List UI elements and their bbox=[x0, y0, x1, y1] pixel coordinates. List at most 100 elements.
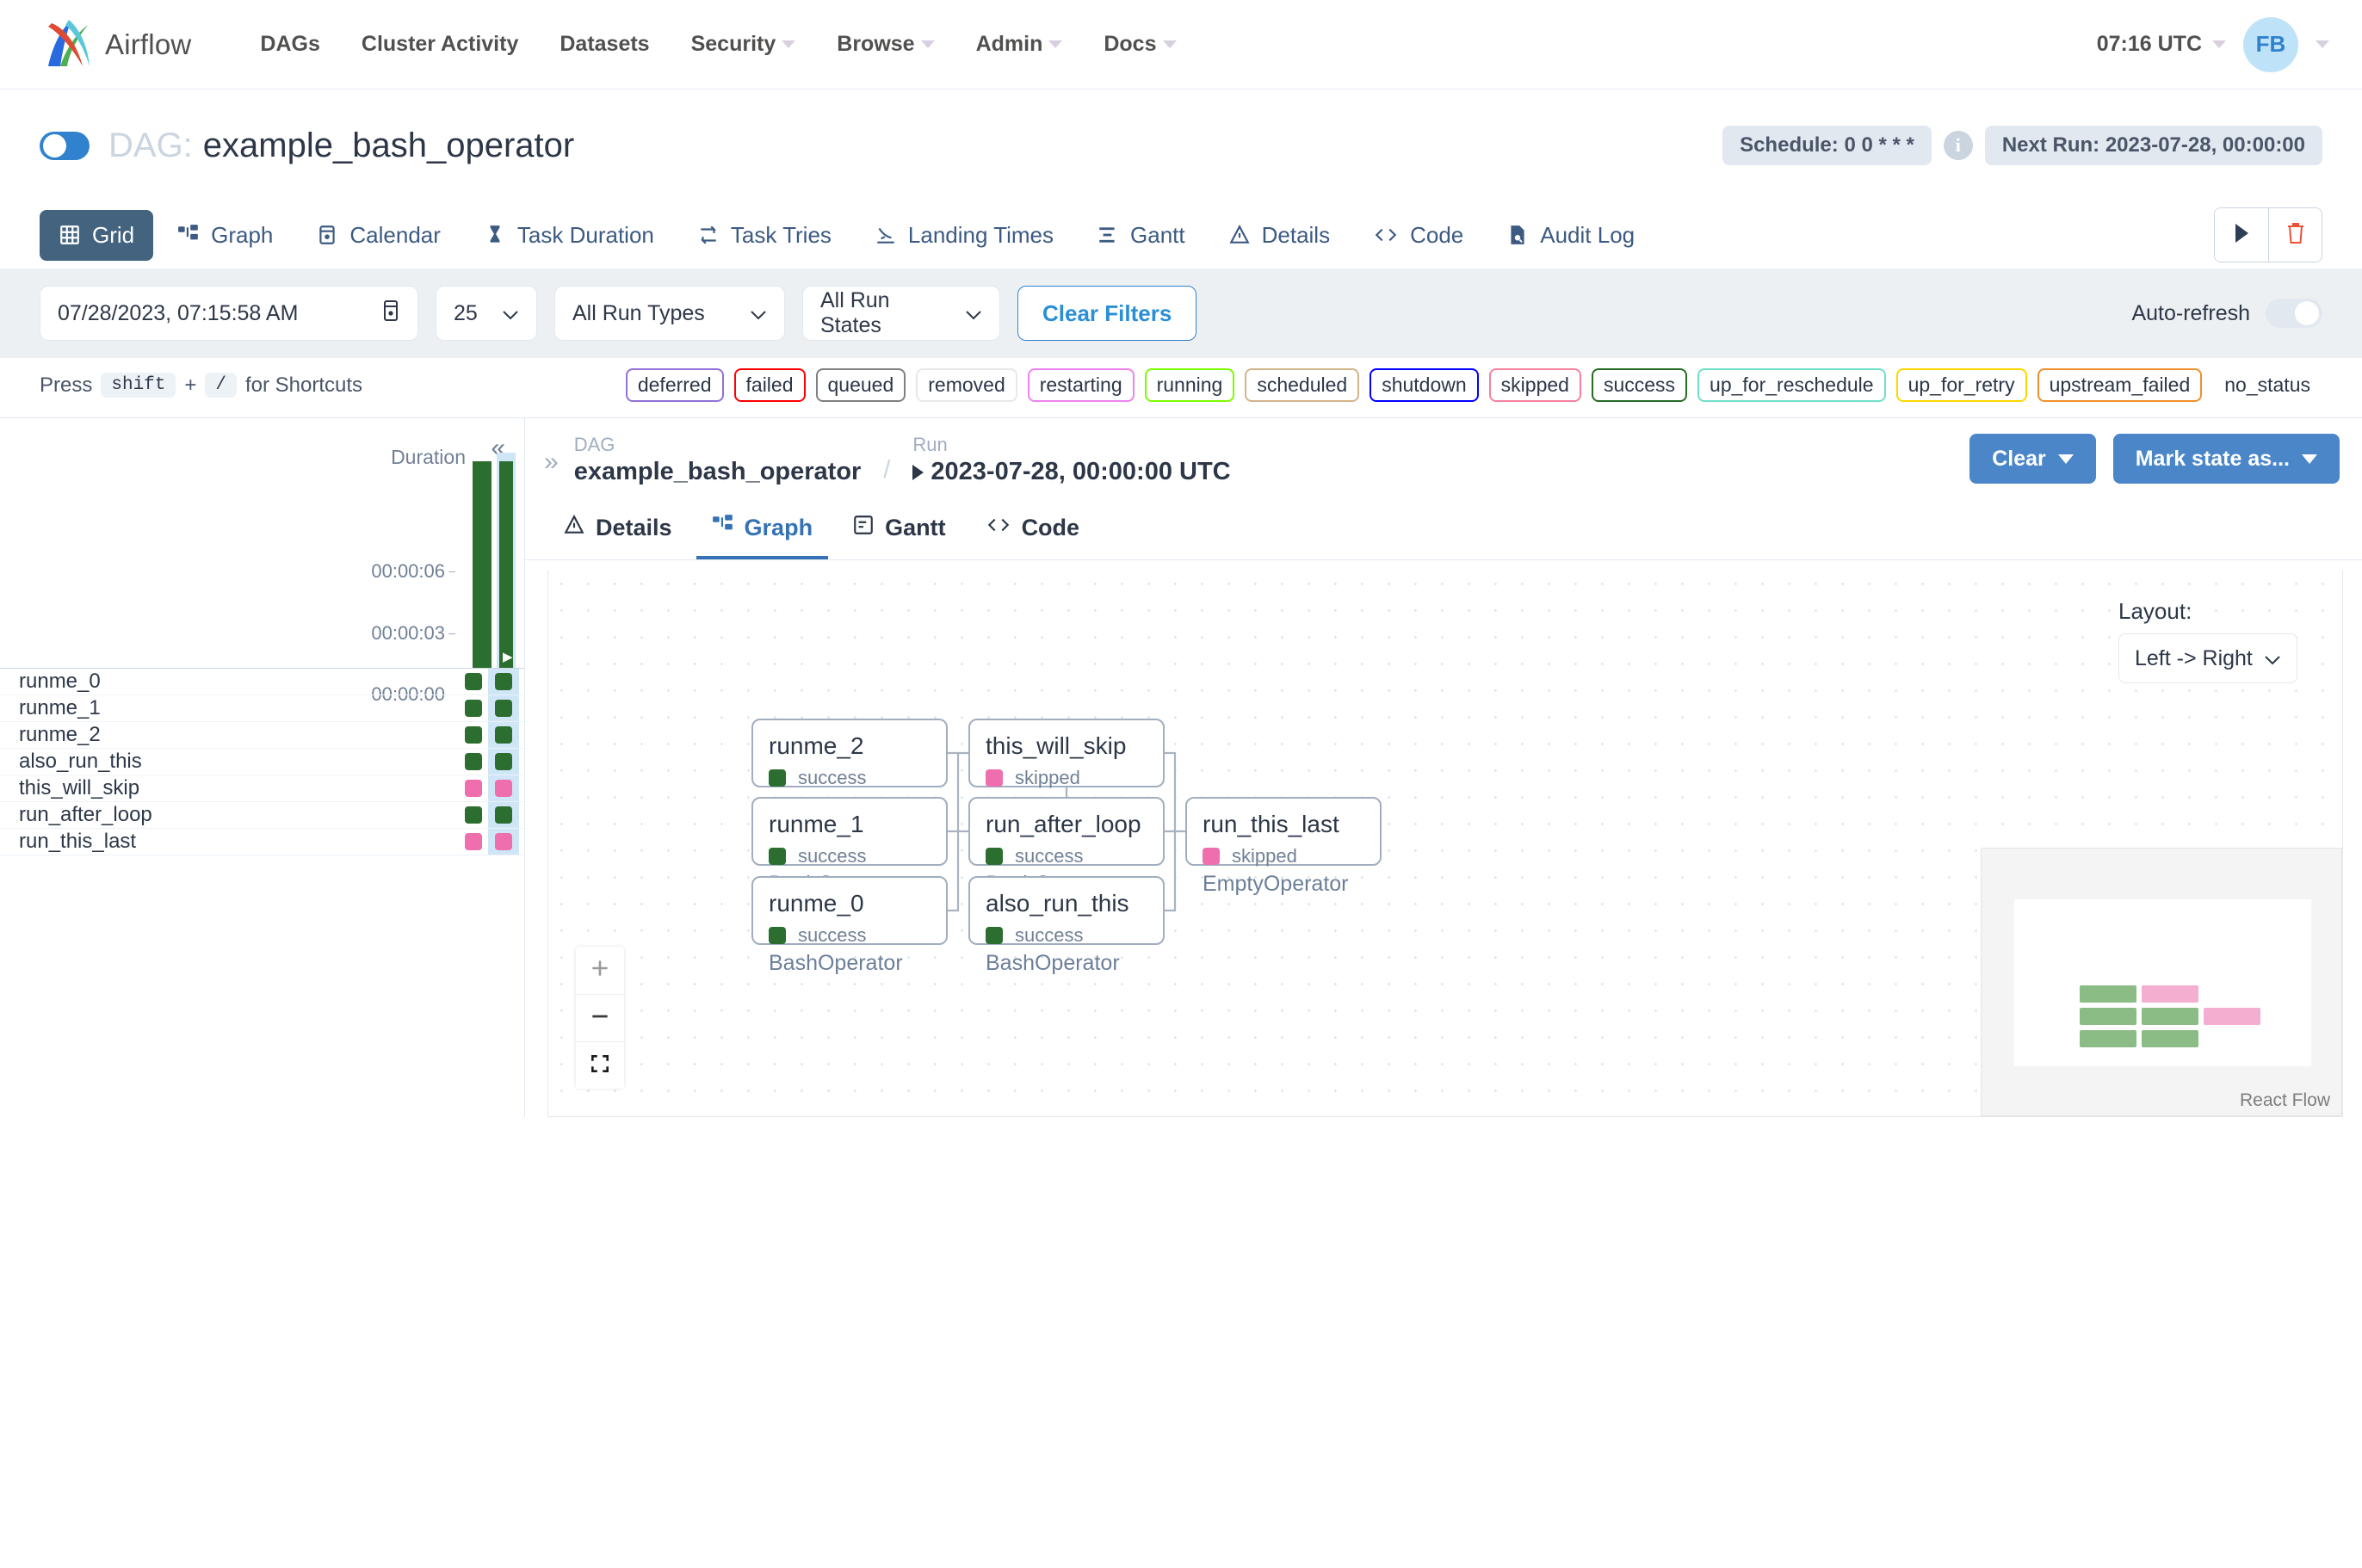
graph-canvas[interactable]: Layout: Left -> Right runme_2successBash… bbox=[547, 571, 2343, 1117]
breadcrumb-run[interactable]: Run 2023-07-28, 00:00:00 UTC bbox=[912, 434, 1231, 486]
graph-node-run_after_loop[interactable]: run_after_loopsuccessBashOperator bbox=[968, 797, 1165, 896]
legend-badge-up_for_reschedule[interactable]: up_for_reschedule bbox=[1697, 368, 1886, 402]
task-name: this_will_skip bbox=[19, 776, 140, 799]
task-instance-skipped[interactable] bbox=[495, 833, 512, 850]
legend-badge-success[interactable]: success bbox=[1591, 368, 1688, 402]
subtab-gantt[interactable]: Gantt bbox=[837, 503, 961, 559]
legend-badge-upstream_failed[interactable]: upstream_failed bbox=[2037, 368, 2203, 402]
tab-audit-log[interactable]: Audit Log bbox=[1487, 210, 1654, 261]
tab-task-tries[interactable]: Task Tries bbox=[678, 210, 850, 261]
chevron-double-right-icon[interactable]: » bbox=[544, 448, 559, 476]
task-instance-skipped[interactable] bbox=[465, 780, 482, 797]
task-row[interactable]: this_will_skip bbox=[0, 775, 524, 802]
legend-badge-no_status[interactable]: no_status bbox=[2212, 368, 2322, 402]
minimap-nodes bbox=[2014, 899, 2311, 1066]
layout-select[interactable]: Left -> Right bbox=[2118, 633, 2297, 683]
task-instance-success[interactable] bbox=[465, 673, 482, 690]
task-row[interactable]: run_after_loop bbox=[0, 802, 524, 829]
breadcrumb-run-label: Run bbox=[912, 434, 948, 455]
nav-link-datasets[interactable]: Datasets bbox=[539, 23, 670, 65]
graph-node-runme_2[interactable]: runme_2successBashOperator bbox=[751, 719, 948, 818]
mark-state-button[interactable]: Mark state as... bbox=[2112, 434, 2340, 484]
task-instance-success[interactable] bbox=[495, 673, 512, 690]
zoom-in-button[interactable] bbox=[576, 947, 624, 994]
task-instance-success[interactable] bbox=[465, 726, 482, 744]
retry-icon bbox=[697, 224, 720, 246]
clear-button[interactable]: Clear bbox=[1969, 434, 2096, 484]
utc-clock[interactable]: 07:16 UTC bbox=[2097, 32, 2226, 57]
tab-calendar[interactable]: Calendar bbox=[297, 210, 460, 261]
task-instance-success[interactable] bbox=[495, 700, 512, 717]
legend-badge-shutdown[interactable]: shutdown bbox=[1370, 368, 1479, 402]
task-instance-skipped[interactable] bbox=[495, 780, 512, 797]
nav-link-docs[interactable]: Docs bbox=[1083, 23, 1196, 65]
tab-details[interactable]: Details bbox=[1209, 210, 1349, 261]
clear-filters-button[interactable]: Clear Filters bbox=[1017, 286, 1197, 341]
zoom-out-button[interactable] bbox=[576, 994, 624, 1041]
graph-minimap[interactable] bbox=[1981, 848, 2342, 1116]
avatar[interactable]: FB bbox=[2243, 16, 2298, 72]
base-date-input[interactable]: 07/28/2023, 07:15:58 AM bbox=[40, 286, 418, 341]
trigger-dag-button[interactable] bbox=[2215, 208, 2268, 262]
run-state-value: All Run States bbox=[820, 288, 890, 337]
task-row[interactable]: runme_0 bbox=[0, 669, 524, 695]
delete-dag-button[interactable] bbox=[2268, 208, 2322, 262]
task-instance-success[interactable] bbox=[465, 753, 482, 770]
legend-badge-restarting[interactable]: restarting bbox=[1027, 368, 1135, 402]
legend-badge-up_for_retry[interactable]: up_for_retry bbox=[1895, 368, 2027, 402]
task-instance-success[interactable] bbox=[465, 806, 482, 824]
run-type-select[interactable]: All Run Types bbox=[554, 286, 785, 341]
legend-badge-failed[interactable]: failed bbox=[733, 368, 806, 402]
state-dot bbox=[986, 927, 1003, 944]
task-row[interactable]: runme_1 bbox=[0, 695, 524, 722]
legend-badge-skipped[interactable]: skipped bbox=[1488, 368, 1581, 402]
layout-control: Layout: Left -> Right bbox=[2118, 598, 2297, 683]
nav-link-security[interactable]: Security bbox=[671, 23, 817, 65]
info-icon[interactable]: i bbox=[1943, 131, 1973, 160]
graph-node-runme_1[interactable]: runme_1successBashOperator bbox=[751, 797, 948, 896]
nav-link-cluster-activity[interactable]: Cluster Activity bbox=[341, 23, 539, 65]
airflow-brand[interactable]: Airflow bbox=[40, 16, 191, 73]
tab-grid[interactable]: Grid bbox=[40, 209, 154, 261]
task-instance-success[interactable] bbox=[465, 700, 482, 717]
dag-pause-toggle[interactable] bbox=[40, 131, 90, 160]
tab-code[interactable]: Code bbox=[1354, 210, 1482, 261]
duration-bar-column[interactable]: ▶ bbox=[497, 453, 516, 668]
subtab-code[interactable]: Code bbox=[970, 503, 1096, 559]
task-instance-success[interactable] bbox=[495, 726, 512, 744]
legend-badge-scheduled[interactable]: scheduled bbox=[1245, 368, 1360, 402]
tab-gantt[interactable]: Gantt bbox=[1078, 210, 1204, 261]
task-instance-success[interactable] bbox=[495, 753, 512, 770]
tab-landing-times[interactable]: Landing Times bbox=[856, 210, 1073, 261]
task-instance-success[interactable] bbox=[495, 806, 512, 824]
nav-link-label: Browse bbox=[837, 32, 915, 56]
task-instance-skipped[interactable] bbox=[465, 833, 482, 850]
fit-view-button[interactable] bbox=[576, 1041, 624, 1089]
legend-badge-deferred[interactable]: deferred bbox=[625, 368, 724, 402]
legend-badge-queued[interactable]: queued bbox=[815, 368, 906, 402]
task-row[interactable]: run_this_last bbox=[0, 829, 524, 855]
task-row[interactable]: also_run_this bbox=[0, 749, 524, 775]
task-row[interactable]: runme_2 bbox=[0, 722, 524, 749]
subtab-graph[interactable]: Graph bbox=[696, 503, 829, 559]
legend-badge-removed[interactable]: removed bbox=[916, 368, 1017, 402]
tab-graph[interactable]: Graph bbox=[158, 210, 292, 261]
chevron-down-icon bbox=[920, 40, 935, 48]
duration-bar-column[interactable] bbox=[473, 453, 492, 668]
run-state-select[interactable]: All Run States bbox=[802, 286, 1000, 341]
subtab-details[interactable]: Details bbox=[547, 503, 688, 559]
breadcrumb-dag[interactable]: DAG example_bash_operator bbox=[574, 434, 862, 486]
num-runs-select[interactable]: 25 bbox=[436, 286, 537, 341]
nav-link-dags[interactable]: DAGs bbox=[239, 23, 340, 65]
nav-link-browse[interactable]: Browse bbox=[816, 23, 955, 65]
tab-task-duration[interactable]: Task Duration bbox=[465, 210, 673, 261]
chevron-down-icon[interactable] bbox=[2316, 40, 2329, 48]
legend-badge-running[interactable]: running bbox=[1144, 368, 1235, 402]
hourglass-icon bbox=[484, 224, 506, 246]
nav-link-admin[interactable]: Admin bbox=[955, 23, 1084, 65]
graph-node-this_will_skip[interactable]: this_will_skipskippedBashOperator bbox=[968, 719, 1165, 818]
auto-refresh-toggle[interactable] bbox=[2266, 299, 2322, 328]
